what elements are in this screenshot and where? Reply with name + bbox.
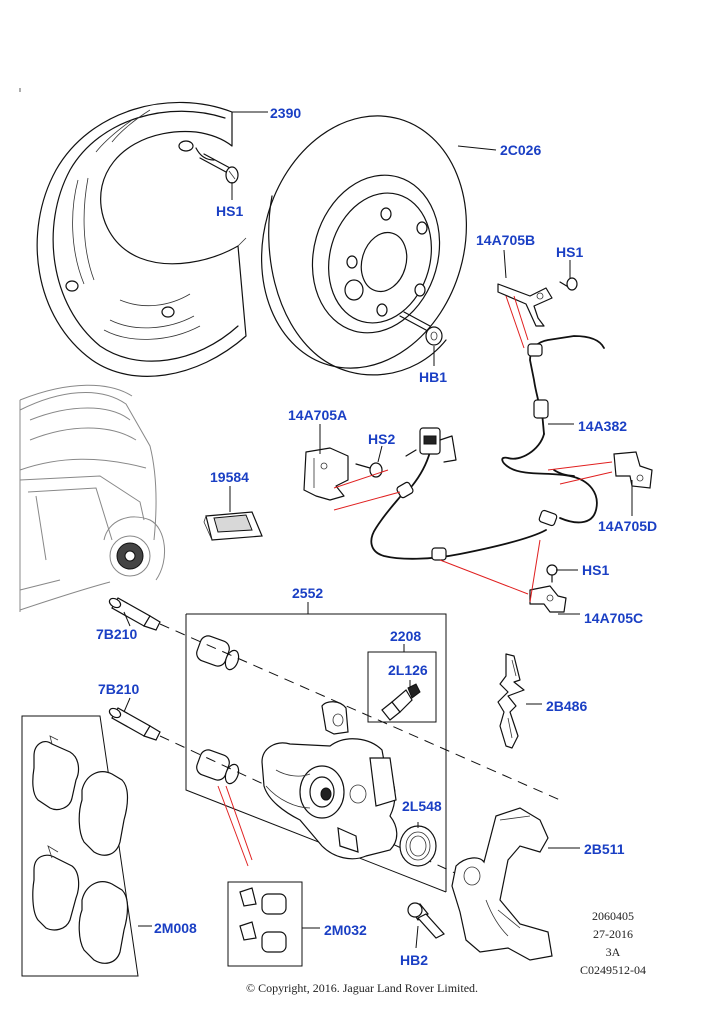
screw-hs1-backing (199, 153, 239, 184)
label-hs2-bracket-a: HS2 (368, 431, 396, 447)
label-sensor-bracket-d: 14A705D (598, 518, 658, 534)
caliper-boot-lower (196, 749, 240, 785)
label-sensor-bracket-a: 14A705A (288, 407, 348, 423)
sensor-bracket-d-drawing (613, 451, 653, 489)
guide-pin-lower-drawing (108, 707, 161, 741)
label-pad-set: 2M008 (154, 920, 197, 936)
label-bleed-screw: 2L126 (388, 662, 428, 678)
label-hb1-disc: HB1 (419, 369, 448, 385)
sensor-bracket-c-drawing (529, 564, 567, 613)
label-caliper-carrier: 2B511 (584, 841, 625, 857)
label-boot-kit: 2M032 (324, 922, 367, 938)
caliper-boot-upper (196, 635, 240, 671)
vehicle-silhouette (19, 384, 166, 612)
caliper-body-drawing (261, 701, 398, 860)
label-hs1-bracket-b: HS1 (556, 244, 584, 260)
reference-line-3: 3A (605, 945, 621, 959)
reference-line-2: 27-2016 (593, 927, 633, 941)
label-caliper-assembly: 2552 (292, 585, 324, 601)
grease-sachet-drawing (203, 511, 263, 541)
label-anti-rattle-spring: 2B486 (546, 698, 588, 714)
label-wear-sensor: 14A382 (578, 418, 628, 434)
leader-lines (123, 111, 633, 949)
label-sensor-bracket-c: 14A705C (584, 610, 644, 626)
label-hs1-bracket-c: HS1 (582, 562, 610, 578)
label-hb2-carrier: HB2 (400, 952, 429, 968)
guide-pin-upper-drawing (108, 597, 161, 631)
sensor-bracket-b-drawing (497, 277, 578, 327)
label-disc: 2C026 (500, 142, 542, 158)
backing-plate-drawing (36, 101, 247, 377)
sensor-bracket-a-drawing (303, 447, 383, 501)
label-bleed-kit: 2208 (390, 628, 422, 644)
bleed-kit-box (367, 651, 437, 723)
copyright-notice: © Copyright, 2016. Jaguar Land Rover Lim… (245, 981, 479, 995)
label-sensor-bracket-b: 14A705B (476, 232, 536, 248)
piston-seal-drawing (399, 825, 437, 867)
bolt-hb2-drawing (407, 902, 445, 939)
label-grease-sachet: 19584 (210, 469, 249, 485)
boot-kit-box (227, 881, 303, 967)
reference-line-1: 2060405 (592, 909, 634, 923)
label-guide-pin-upper: 7B210 (96, 626, 138, 642)
pad-set-box (21, 715, 139, 977)
red-leader-lines (217, 295, 613, 867)
label-piston-seal: 2L548 (402, 798, 442, 814)
anti-rattle-spring-drawing (497, 653, 525, 749)
label-hs1-backing-plate: HS1 (216, 203, 244, 219)
label-backing-plate: 2390 (270, 105, 302, 121)
label-guide-pin-lower: 7B210 (98, 681, 140, 697)
caliper-carrier-drawing (451, 807, 553, 961)
brake-disc-drawing (261, 115, 467, 376)
wear-sensor-cable-drawing (370, 335, 605, 561)
reference-line-4: C0249512-04 (580, 963, 646, 977)
